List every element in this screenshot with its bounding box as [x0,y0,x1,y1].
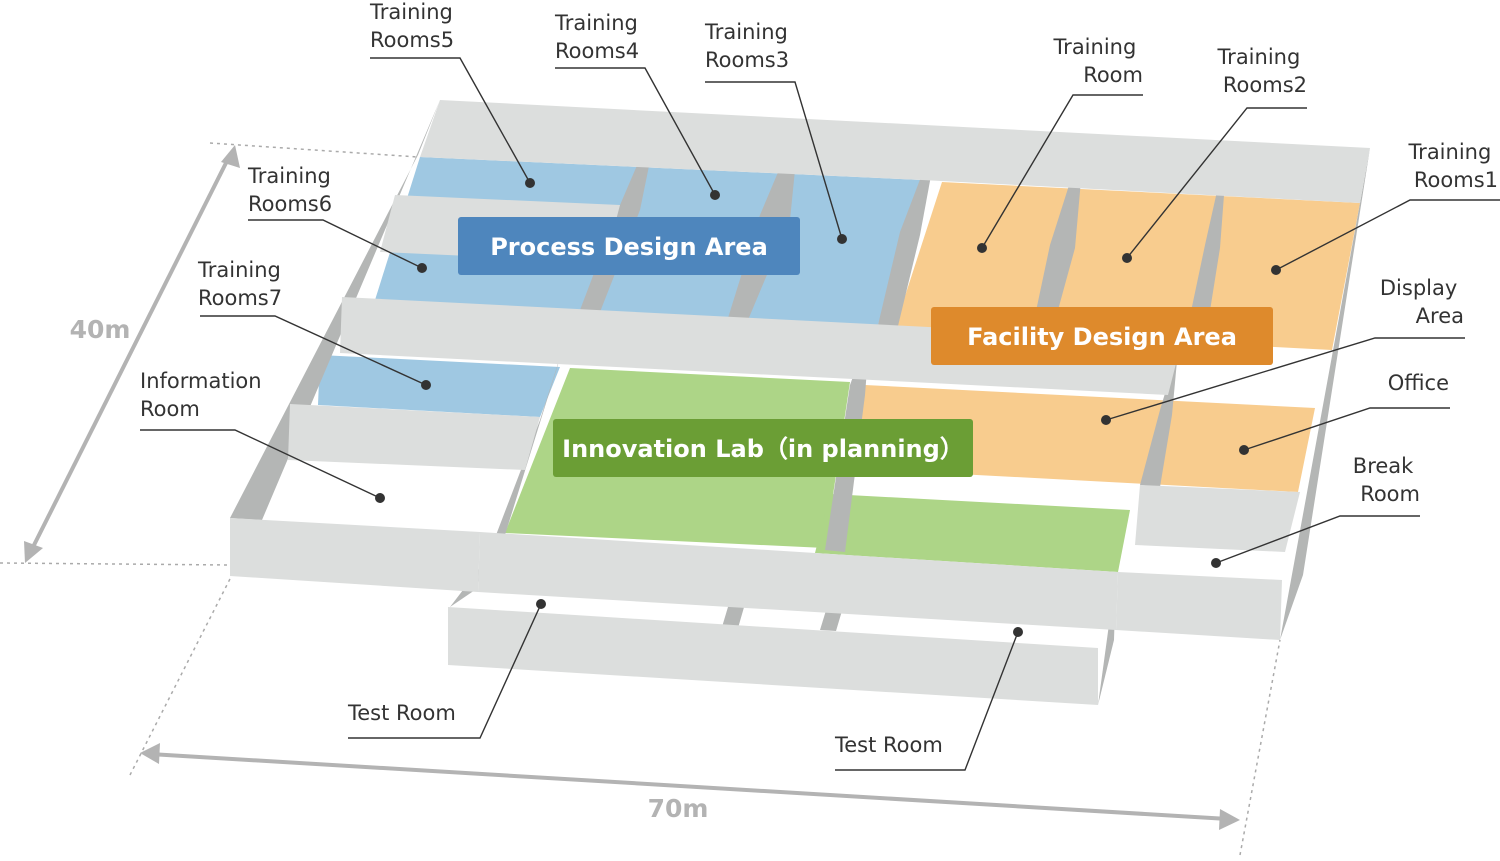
dot-test-room-right [1013,627,1023,637]
dot-information-room [375,493,385,503]
label-training-rooms4: Training Rooms4 [554,11,645,63]
room-labels: Training Rooms5 Training Rooms4 Training… [140,0,1498,757]
label-training-rooms3: Training Rooms3 [704,20,795,72]
innovation-lab-label: Innovation Lab（in planning） [553,419,973,477]
dot-training-rooms6 [417,263,427,273]
facility-design-area-label: Facility Design Area [931,307,1273,365]
label-training-rooms1: Training Rooms1 [1407,140,1498,192]
dot-office [1239,445,1249,455]
label-test-room-right: Test Room [834,733,943,757]
label-training-rooms6: Training Rooms6 [247,164,338,216]
width-dimension-label: 70m [648,794,709,823]
dot-training-rooms3 [837,234,847,244]
leader-lines [140,57,1500,771]
dimension-guides [0,142,1281,856]
label-training-rooms5: Training Rooms5 [369,0,460,52]
dot-training-rooms5 [525,178,535,188]
walls-top [230,100,1370,705]
label-training-room: Training Room [1052,35,1143,87]
label-break-room: Break Room [1353,454,1420,506]
dot-training-rooms1 [1271,265,1281,275]
label-information-room: Information Room [140,369,268,421]
dot-break-room [1211,558,1221,568]
label-office: Office [1388,371,1449,395]
label-display-area: Display Area [1380,276,1464,328]
dot-test-room-left [536,599,546,609]
dot-display-area [1101,415,1111,425]
depth-dimension-label: 40m [70,315,131,344]
facility-design-area-text: Facility Design Area [967,323,1237,351]
dot-training-rooms2 [1122,253,1132,263]
label-training-rooms7: Training Rooms7 [197,258,288,310]
process-design-area-text: Process Design Area [490,233,768,261]
label-training-rooms2: Training Rooms2 [1216,45,1307,97]
dot-training-rooms4 [710,190,720,200]
process-design-area-label: Process Design Area [458,217,800,275]
dot-training-room [977,243,987,253]
room-dots [375,178,1281,637]
label-test-room-left: Test Room [347,701,456,725]
innovation-lab-text: Innovation Lab（in planning） [562,435,964,463]
dot-training-rooms7 [421,380,431,390]
